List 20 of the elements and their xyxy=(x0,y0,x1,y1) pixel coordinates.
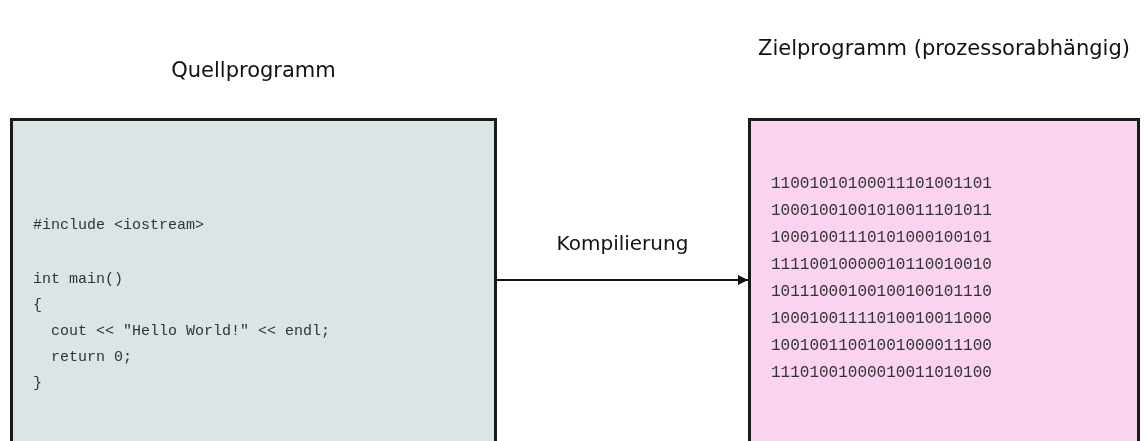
code-line: return 0; xyxy=(50,348,133,368)
binary-line: 11101001000010011010100 xyxy=(771,363,992,384)
code-line: } xyxy=(33,374,42,394)
binary-line: 10001001001010011101011 xyxy=(771,201,992,222)
binary-line: 11110010000010110010010 xyxy=(771,255,992,276)
source-code-box xyxy=(10,118,497,441)
binary-line: 10001001111010010011000 xyxy=(771,309,992,330)
arrow xyxy=(496,275,749,285)
binary-line: 10111000100100100101110 xyxy=(771,282,992,303)
code-line: { xyxy=(33,296,42,316)
edge-label: Kompilierung xyxy=(556,230,689,257)
code-line: int main() xyxy=(33,270,123,290)
binary-line: 10001001110101000100101 xyxy=(771,228,992,249)
binary-line: 11001010100011101001101 xyxy=(771,174,992,195)
box-heading: Zielprogramm (prozessorabhängig) xyxy=(757,35,1131,62)
code-line: cout << "Hello World!" << endl; xyxy=(50,322,331,342)
box-heading: Quellprogramm xyxy=(170,57,337,84)
code-line: #include <iostream> xyxy=(33,216,205,236)
binary-line: 10010011001001000011100 xyxy=(771,336,992,357)
machine-code-box xyxy=(748,118,1140,441)
